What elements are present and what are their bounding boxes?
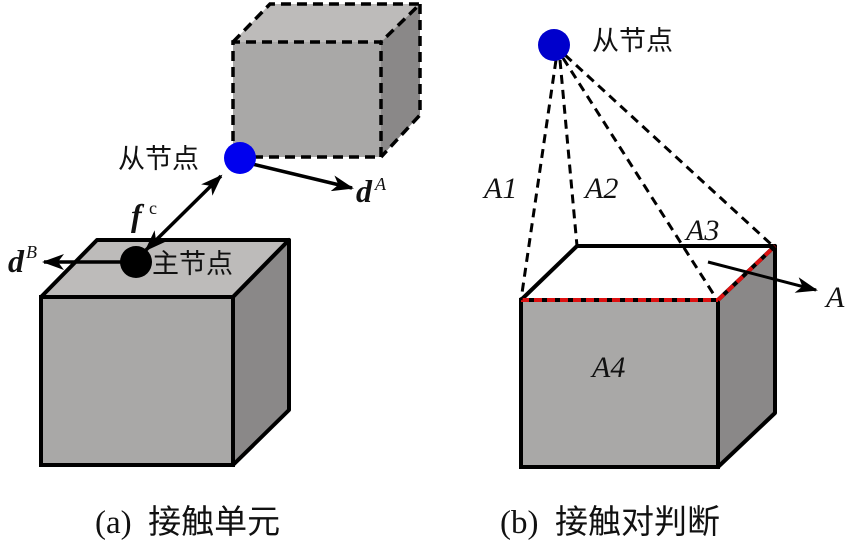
projection-line-3 (561, 57, 718, 299)
direction-a-label: d (356, 173, 373, 209)
contact-force-label: f (131, 197, 145, 233)
projection-lines (519, 53, 775, 301)
region-label-a4: A4 (590, 351, 625, 384)
target-cube (519, 244, 777, 469)
slave-node-label-b: 从节点 (592, 26, 673, 57)
region-label-a2: A2 (583, 172, 618, 205)
master-node-label: 主节点 (152, 249, 233, 280)
dashed-cube-side-edges (379, 4, 422, 159)
slave-body-dashed-cube (231, 2, 425, 159)
slave-node-b (538, 29, 570, 61)
dashed-cube-top-edges (231, 2, 425, 44)
direction-b-label: d (8, 243, 25, 279)
normal-arrow (707, 260, 818, 293)
dashed-cube-side-face (381, 4, 420, 157)
dashed-cube-top-face (233, 4, 420, 42)
region-label-a3: A3 (684, 214, 719, 247)
projection-line-4 (563, 53, 775, 248)
slave-node-label-a: 从节点 (118, 144, 199, 175)
target-cube-front-face (519, 298, 720, 469)
direction-a-arrow (247, 161, 354, 192)
master-cube-front-face (39, 295, 235, 467)
direction-b-superscript: B (26, 242, 37, 262)
caption-b: (b) 接触对判断 (500, 504, 720, 541)
master-node (120, 246, 152, 278)
contact-force-superscript: c (149, 198, 157, 218)
caption-a: (a) 接触单元 (95, 504, 280, 541)
slave-node-a (224, 142, 256, 174)
panel-a: 从节点 主节点 f c d A d B (a) 接触单元 (8, 2, 425, 541)
contact-force-arrow (144, 174, 223, 252)
direction-a-superscript: A (374, 174, 387, 194)
region-label-a1: A1 (482, 172, 517, 205)
panel-b: 从节点 A1 A2 A3 A4 A (b) 接触对判断 (482, 26, 845, 541)
projection-line-1 (519, 59, 558, 301)
projection-line-2 (558, 59, 579, 247)
dashed-cube-front-face (233, 42, 381, 157)
normal-arrow-label: A (824, 281, 845, 314)
master-body-cube (39, 238, 291, 467)
